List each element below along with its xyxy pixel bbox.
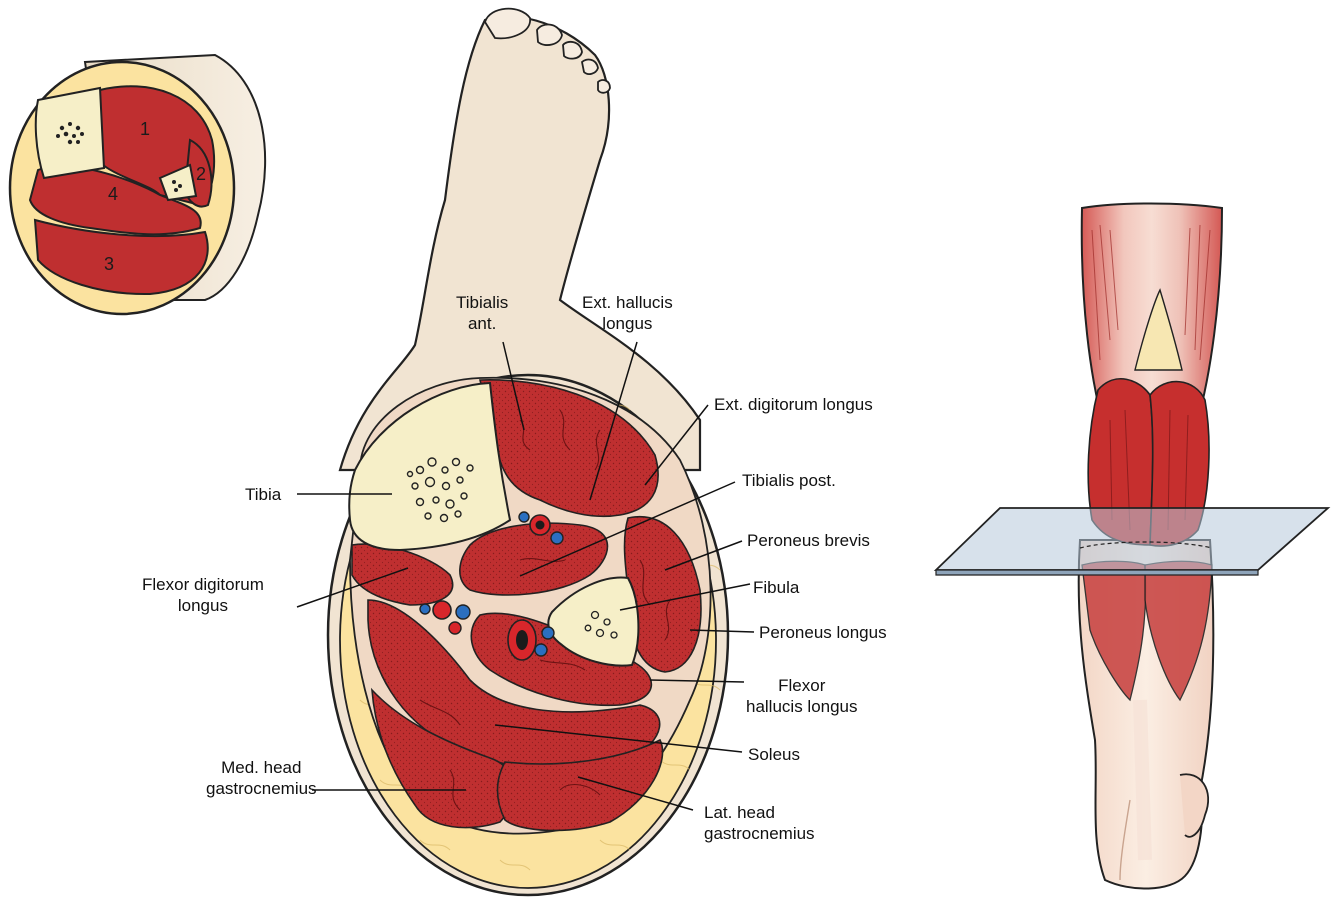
- label-ext-digitorum-longus: Ext. digitorum longus: [714, 394, 873, 415]
- label-ext-hallucis-line2: longus: [582, 313, 673, 334]
- compartment-number-2: 2: [196, 164, 206, 184]
- label-lat-head-gastrocnemius: Lat. head gastrocnemius: [704, 802, 815, 844]
- label-tibialis-ant-line1: Tibialis: [456, 292, 508, 313]
- label-flexor-digitorum-longus: Flexor digitorum longus: [142, 574, 264, 616]
- label-peroneus-longus: Peroneus longus: [759, 622, 887, 643]
- label-tibialis-ant-line2: ant.: [456, 313, 508, 334]
- label-ext-hallucis-line1: Ext. hallucis: [582, 292, 673, 313]
- label-flexor-hallucis-line1: Flexor: [746, 675, 858, 696]
- label-soleus: Soleus: [748, 744, 800, 765]
- label-tibialis-post: Tibialis post.: [742, 470, 836, 491]
- label-flexor-digitorum-line1: Flexor digitorum: [142, 574, 264, 595]
- compartment-number-4: 4: [108, 184, 118, 204]
- inset-cross-section: [10, 55, 265, 314]
- label-tibialis-ant: Tibialis ant.: [456, 292, 508, 334]
- label-med-head-gastrocnemius: Med. head gastrocnemius: [206, 757, 317, 799]
- label-peroneus-brevis: Peroneus brevis: [747, 530, 870, 551]
- label-flexor-hallucis-longus: Flexor hallucis longus: [746, 675, 858, 717]
- compartment-number-1: 1: [140, 119, 150, 139]
- label-lat-gastroc-line1: Lat. head: [704, 802, 815, 823]
- label-flexor-hallucis-line2: hallucis longus: [746, 696, 858, 717]
- label-med-gastroc-line2: gastrocnemius: [206, 778, 317, 799]
- label-flexor-digitorum-line2: longus: [142, 595, 264, 616]
- compartment-number-3: 3: [104, 254, 114, 274]
- label-fibula: Fibula: [753, 577, 799, 598]
- label-med-gastroc-line1: Med. head: [206, 757, 317, 778]
- posterior-leg-illustration: [936, 204, 1328, 889]
- main-leg: [328, 9, 728, 895]
- label-ext-hallucis-longus: Ext. hallucis longus: [582, 292, 673, 334]
- label-lat-gastroc-line2: gastrocnemius: [704, 823, 815, 844]
- label-tibia: Tibia: [245, 484, 281, 505]
